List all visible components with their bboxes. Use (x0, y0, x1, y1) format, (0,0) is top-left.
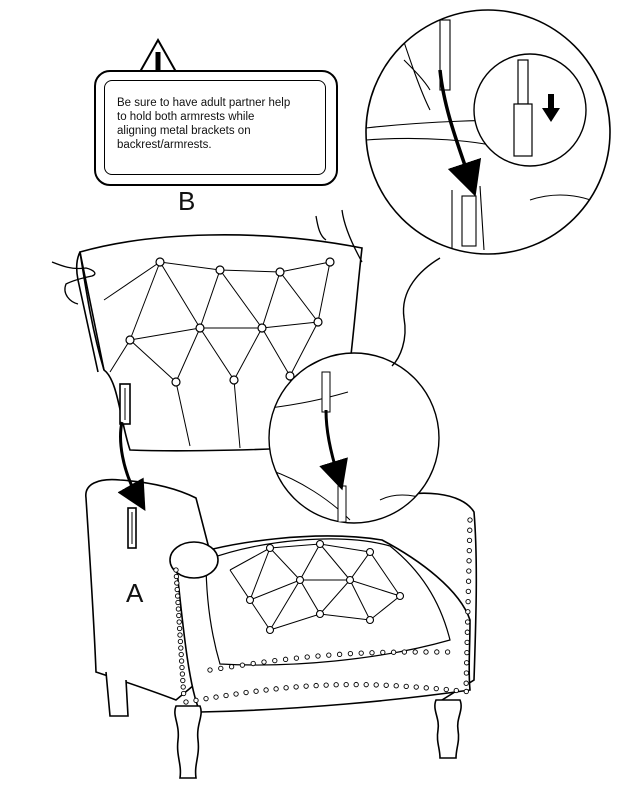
arrow-zoom-bracket (438, 69, 482, 197)
chair-base-a (85, 478, 478, 779)
arrow-right-bracket (319, 409, 348, 491)
arrow-left-bracket (117, 421, 146, 512)
label-part-a: A (126, 578, 144, 608)
warning-text-line: backrest/armrests. (117, 139, 212, 151)
warning-text-line: Be sure to have adult partner help (117, 97, 291, 109)
warning-text-line: to hold both armrests while (117, 111, 255, 123)
down-arrow-icon (542, 94, 560, 122)
label-part-b: B (178, 186, 196, 216)
warning-box-inner (104, 80, 326, 175)
detail-circle-large (365, 9, 611, 255)
warning-text-line: aligning metal brackets on (117, 125, 251, 137)
